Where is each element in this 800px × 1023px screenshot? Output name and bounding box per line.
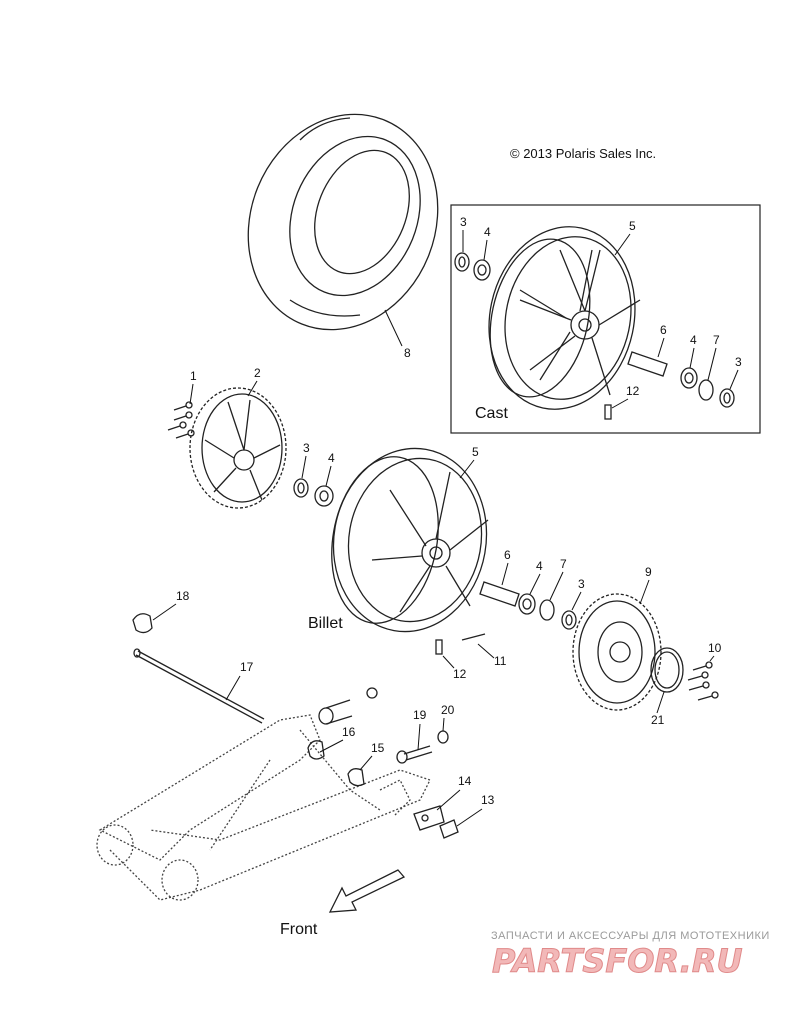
callout-6: 6 [504,548,511,562]
callout-9: 9 [645,565,652,579]
callout-4: 4 [484,225,491,239]
brake-disc-drawing [572,593,662,711]
watermark-tagline: ЗАПЧАСТИ И АКСЕССУАРЫ ДЛЯ МОТОТЕХНИКИ [491,930,770,942]
callout-3: 3 [578,577,585,591]
billet-valve-12 [435,639,443,655]
callout-20: 20 [441,703,455,717]
sprocket-bolts [167,401,195,439]
callout-4: 4 [690,333,697,347]
callout-7: 7 [713,333,720,347]
callout-3: 3 [735,355,742,369]
adjuster-14 [413,805,445,831]
callout-1: 1 [190,369,197,383]
swingarm-drawing [96,714,431,901]
cast-bearing-4 [473,259,491,281]
billet-label: Billet [308,615,343,632]
cast-valve-12 [604,404,612,420]
callout-6: 6 [660,323,667,337]
callout-16: 16 [342,725,356,739]
nut-20 [437,730,449,744]
tire-drawing [247,113,439,331]
callout-5: 5 [629,219,636,233]
cast-label: Cast [475,405,508,422]
cast-wheel-drawing [488,226,641,410]
callout-14: 14 [458,774,472,788]
billet-seal-3 [293,478,309,498]
billet-seal-3b [561,610,577,630]
callout-5: 5 [472,445,479,459]
callout-12: 12 [453,667,467,681]
watermark-brand: PARTSFOR.RU [492,942,742,980]
cast-spacer-6 [627,351,668,377]
bushing-15 [347,768,365,787]
callout-4: 4 [328,451,335,465]
cast-variant-box [450,204,761,434]
cast-bearing-4b [680,367,698,389]
callout-3: 3 [460,215,467,229]
callout-8: 8 [404,346,411,360]
billet-bearing-4 [314,485,334,507]
callout-4: 4 [536,559,543,573]
disc-bolts-10 [687,661,719,701]
front-label: Front [280,921,318,938]
clip-11 [461,633,486,641]
cast-ring-7 [698,379,714,401]
disc-ring-21 [650,647,684,693]
callout-7: 7 [560,557,567,571]
callout-11: 11 [494,654,507,668]
cast-seal-3 [454,252,470,272]
callout-13: 13 [481,793,495,807]
callout-2: 2 [254,366,261,380]
callout-18: 18 [176,589,190,603]
sprocket-drawing [189,387,287,509]
callout-21: 21 [651,713,665,727]
callout-10: 10 [708,641,722,655]
billet-ring-7 [539,599,555,621]
billet-spacer-6 [479,581,520,607]
callout-19: 19 [413,708,427,722]
copyright-text: © 2013 Polaris Sales Inc. [510,146,656,161]
cast-seal-3b [719,388,735,408]
billet-bearing-4b [518,593,536,615]
axle-17 [133,648,265,724]
callout-15: 15 [371,741,385,755]
billet-wheel-drawing [331,447,489,633]
callout-3: 3 [303,441,310,455]
washer-18 [132,613,153,634]
nut-13 [439,819,459,839]
callout-17: 17 [240,660,254,674]
front-direction-arrow [328,869,406,913]
bushing-16 [307,687,378,760]
callout-12: 12 [626,384,640,398]
bolt-19 [396,745,433,764]
